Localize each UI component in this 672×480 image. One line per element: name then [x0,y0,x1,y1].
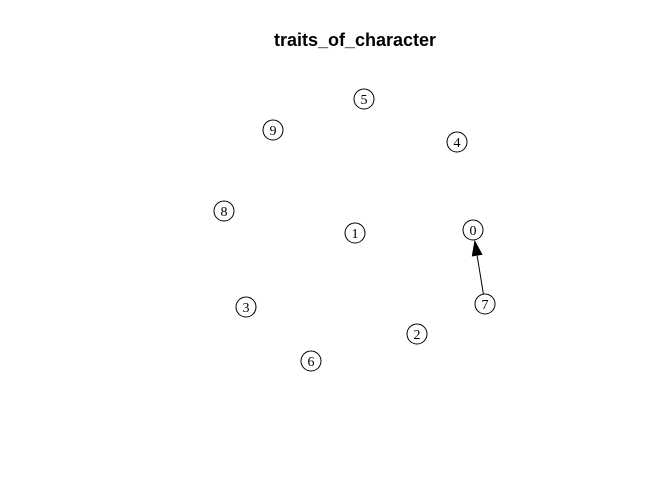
edge-7-to-0 [476,255,484,295]
node-circle [235,296,257,318]
node-circle [344,222,366,244]
node-circle [406,323,428,345]
node-label: 8 [221,205,228,220]
node-label: 2 [414,328,421,343]
diagram-title: traits_of_character [274,30,436,50]
node-0: 0 [462,219,484,241]
node-label: 9 [270,124,277,139]
node-9: 9 [262,119,284,141]
node-circle [462,219,484,241]
node-5: 5 [353,88,375,110]
node-circle [300,350,322,372]
node-label: 1 [352,227,359,242]
node-4: 4 [446,131,468,153]
node-7: 7 [474,293,496,315]
node-circle [474,293,496,315]
node-6: 6 [300,350,322,372]
node-circle [353,88,375,110]
node-8: 8 [213,200,235,222]
node-1: 1 [344,222,366,244]
node-circle [213,200,235,222]
node-label: 0 [470,224,477,239]
node-2: 2 [406,323,428,345]
edges-layer [471,239,484,295]
node-label: 5 [361,93,368,108]
node-circle [262,119,284,141]
node-3: 3 [235,296,257,318]
node-label: 7 [482,298,489,313]
node-label: 4 [454,136,461,151]
node-label: 6 [308,355,315,370]
arrowhead-7-to-0 [471,239,483,257]
nodes-layer: 0 1 2 3 4 5 6 7 8 9 [213,88,496,372]
node-label: 3 [243,301,250,316]
node-circle [446,131,468,153]
